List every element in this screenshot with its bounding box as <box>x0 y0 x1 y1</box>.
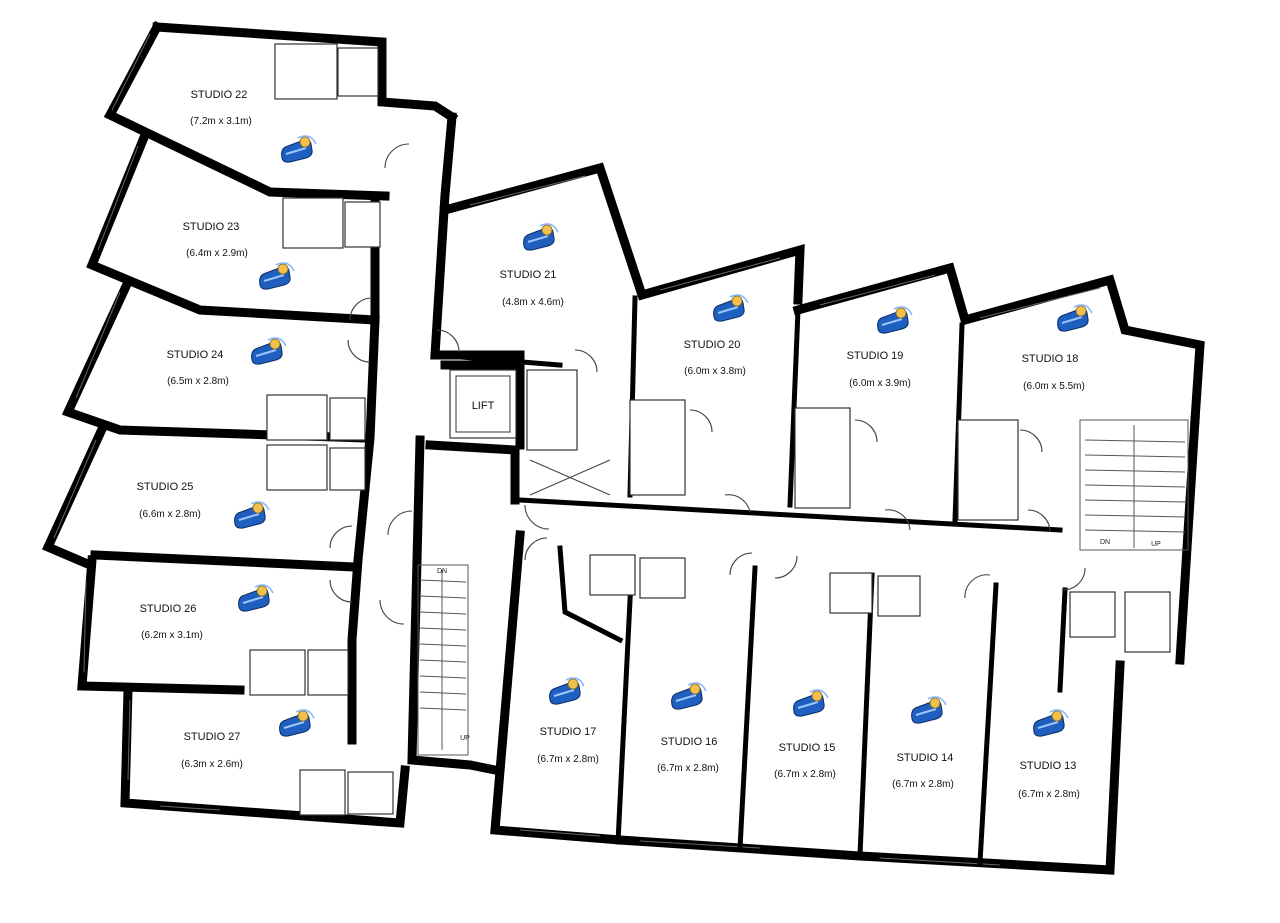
studio-24-name: STUDIO 24 <box>167 349 224 361</box>
studio-17-size: (6.7m x 2.8m) <box>537 754 599 765</box>
studio-25-size: (6.6m x 2.8m) <box>139 509 201 520</box>
door-swings <box>329 143 1086 625</box>
studio-23-name: STUDIO 23 <box>183 221 240 233</box>
studio-26-size: (6.2m x 3.1m) <box>141 630 203 641</box>
studio-20-name: STUDIO 20 <box>684 339 741 351</box>
studio-27: STUDIO 27 (6.3m x 2.6m) <box>181 709 315 770</box>
studio-18: STUDIO 18 (6.0m x 5.5m) <box>1022 304 1093 392</box>
left-wing-walls <box>41 20 459 828</box>
studio-14-name: STUDIO 14 <box>897 752 954 764</box>
bed-icon <box>1032 709 1069 738</box>
bed-icon <box>233 501 270 530</box>
studio-23-size: (6.4m x 2.9m) <box>186 248 248 259</box>
studio-27-name: STUDIO 27 <box>184 731 241 743</box>
studio-16-name: STUDIO 16 <box>661 736 718 748</box>
bed-icon <box>278 709 315 738</box>
studio-21-name: STUDIO 21 <box>500 269 557 281</box>
right-stair: DN UP <box>1079 419 1189 551</box>
studio-27-size: (6.3m x 2.6m) <box>181 759 243 770</box>
studio-26: STUDIO 26 (6.2m x 3.1m) <box>140 584 274 641</box>
central-corridor-walls <box>347 112 525 776</box>
stair-down-label-right: DN <box>1100 539 1110 546</box>
south-block-walls <box>490 530 1125 875</box>
studio-15: STUDIO 15 (6.7m x 2.8m) <box>774 689 836 780</box>
stair-up-label-right: UP <box>1151 541 1161 548</box>
studio-17: STUDIO 17 (6.7m x 2.8m) <box>537 677 599 765</box>
studio-24-size: (6.5m x 2.8m) <box>167 376 229 387</box>
studio-13-size: (6.7m x 2.8m) <box>1018 789 1080 800</box>
bed-icon <box>670 682 707 711</box>
bed-icon <box>280 135 317 164</box>
studio-20: STUDIO 20 (6.0m x 3.8m) <box>684 294 749 377</box>
studio-19-name: STUDIO 19 <box>847 350 904 362</box>
bed-icon <box>548 677 585 706</box>
stair-down-label: DN <box>437 568 447 575</box>
studio-21-size: (4.8m x 4.6m) <box>502 297 564 308</box>
studio-19: STUDIO 19 (6.0m x 3.9m) <box>847 306 913 389</box>
bed-icon <box>237 584 274 613</box>
bed-icon <box>792 689 829 718</box>
studio-13-name: STUDIO 13 <box>1020 760 1077 772</box>
studio-21: STUDIO 21 (4.8m x 4.6m) <box>500 223 564 308</box>
studio-17-name: STUDIO 17 <box>540 726 597 738</box>
studio-15-size: (6.7m x 2.8m) <box>774 769 836 780</box>
studio-23: STUDIO 23 (6.4m x 2.9m) <box>183 221 295 291</box>
studio-19-size: (6.0m x 3.9m) <box>849 378 911 389</box>
studio-14: STUDIO 14 (6.7m x 2.8m) <box>892 696 954 790</box>
studio-20-size: (6.0m x 3.8m) <box>684 366 746 377</box>
bed-icon <box>712 294 749 323</box>
bathrooms <box>249 43 1171 816</box>
bed-icon <box>876 306 913 335</box>
studio-18-size: (6.0m x 5.5m) <box>1023 381 1085 392</box>
bed-icon <box>522 223 559 252</box>
studio-16-size: (6.7m x 2.8m) <box>657 763 719 774</box>
stair-up-label: UP <box>460 735 470 742</box>
bed-icon <box>910 696 947 725</box>
studio-22: STUDIO 22 (7.2m x 3.1m) <box>190 89 317 164</box>
bed-icon <box>1056 304 1093 333</box>
studio-25-name: STUDIO 25 <box>137 481 194 493</box>
studio-14-size: (6.7m x 2.8m) <box>892 779 954 790</box>
studio-22-name: STUDIO 22 <box>191 89 248 101</box>
studio-16: STUDIO 16 (6.7m x 2.8m) <box>657 682 719 774</box>
studio-24: STUDIO 24 (6.5m x 2.8m) <box>167 337 287 387</box>
studio-15-name: STUDIO 15 <box>779 742 836 754</box>
studio-25: STUDIO 25 (6.6m x 2.8m) <box>137 481 270 530</box>
lift-label: LIFT <box>472 400 495 412</box>
bed-icon <box>258 262 295 291</box>
studio-18-name: STUDIO 18 <box>1022 353 1079 365</box>
left-stair: DN UP <box>417 564 470 756</box>
bed-icon <box>250 337 287 366</box>
studio-13: STUDIO 13 (6.7m x 2.8m) <box>1018 709 1080 800</box>
studio-26-name: STUDIO 26 <box>140 603 197 615</box>
studio-22-size: (7.2m x 3.1m) <box>190 116 252 127</box>
